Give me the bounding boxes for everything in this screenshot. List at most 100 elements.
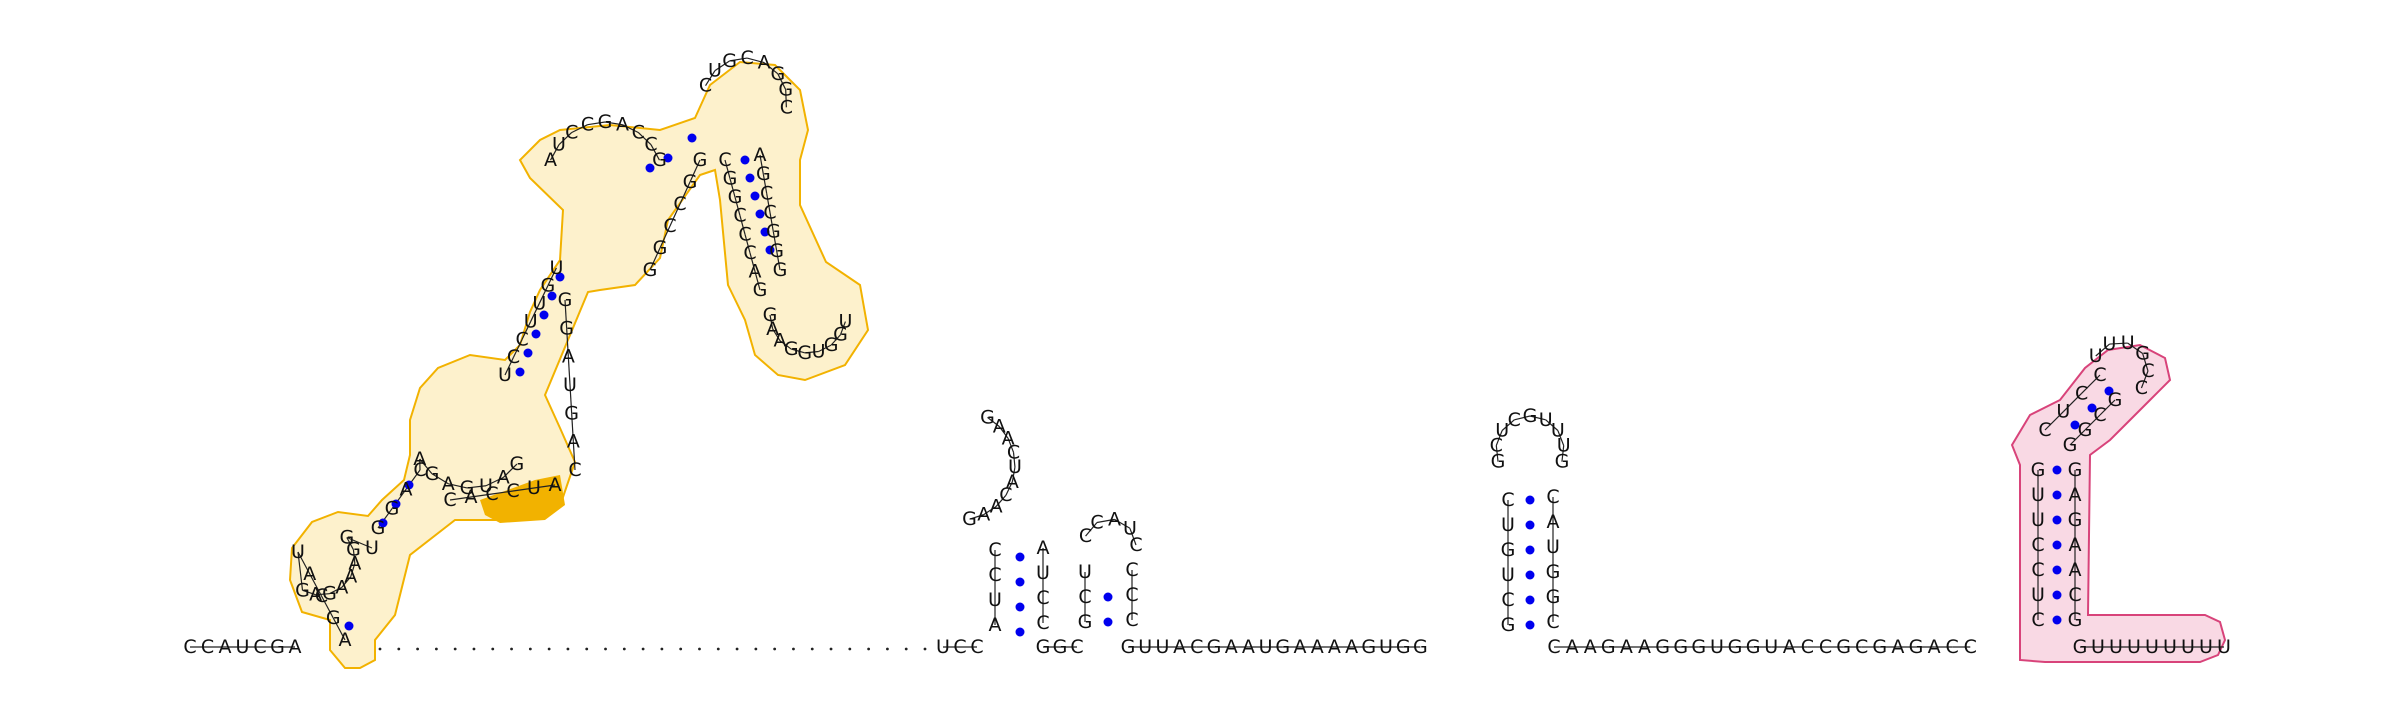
hairpin-a-upper-nucleotide: C [413, 459, 426, 481]
linker-nucleotide: G [1207, 636, 1222, 658]
top-right-stem: G [683, 171, 698, 193]
backbone-segment [1495, 430, 1503, 446]
backbone-segment [530, 303, 540, 322]
stem-c-right-strand: C [1036, 587, 1049, 609]
base-pair-dot [1525, 595, 1535, 605]
terminator-left-strand: C [2031, 534, 2044, 556]
linker-nucleotide: A [1242, 636, 1255, 658]
terminator-poly-u-tail: U [2199, 636, 2213, 658]
stem-c-loop: G [980, 406, 995, 428]
tail-nucleotide: A [1638, 636, 1651, 658]
stem-c-loop: A [990, 495, 1003, 517]
top-right-stem: G [643, 259, 658, 281]
small-hairpin-left: C [1078, 586, 1091, 608]
hairpin-a-nucleotide: U [365, 537, 379, 559]
hairpin-a-nucleotide: A [303, 563, 316, 585]
hairpin-d-left-strand: C [1501, 589, 1514, 611]
right-descending-stem: G [769, 240, 784, 262]
right-descending-stem: G [756, 163, 771, 185]
top-right-stem: C [673, 193, 686, 215]
right-descending-stem: C [763, 202, 776, 224]
backbone-segment [746, 57, 765, 64]
leader-nucleotide: A [289, 636, 302, 658]
linker-nucleotide: U [1259, 636, 1273, 658]
base-pair-dot [755, 209, 765, 219]
unpaired-linker-dot [585, 647, 589, 651]
bottom-right-loop: G [833, 324, 848, 346]
tail-nucleotide: C [1801, 636, 1814, 658]
long-stem-right: G [564, 402, 579, 424]
base-pair-dot [1015, 552, 1025, 562]
hairpin-a-upper-nucleotide: A [400, 478, 413, 500]
backbone-segment [714, 60, 730, 72]
backbone-segment [777, 73, 787, 90]
base-pair-dot [531, 329, 541, 339]
hairpin-a-nucleotide: A [335, 576, 348, 598]
terminator-upper-right: G [2063, 434, 2078, 456]
stem-c-loop: U [1008, 456, 1022, 478]
small-hairpin-loop: C [1079, 525, 1092, 547]
hairpin-d-loop: C [1490, 435, 1503, 457]
top-loop-nucleotide: A [544, 149, 557, 171]
terminator-poly-u-tail: U [2217, 636, 2231, 658]
backbone-segment [679, 181, 691, 205]
backbone-segment [769, 212, 774, 232]
backbone-segment [998, 426, 1009, 439]
hairpin-a-upper-nucleotide: U [479, 475, 493, 497]
long-stem-right: G [559, 317, 574, 339]
terminator-right-strand: A [2069, 534, 2082, 556]
backbone-segment [2084, 414, 2101, 431]
base-pair-dot [2087, 403, 2097, 413]
terminator-left-strand: U [2031, 484, 2045, 506]
tail-nucleotide: U [1710, 636, 1724, 658]
backbone-segment [1005, 481, 1013, 496]
hairpin-a-nucleotide: A [344, 566, 357, 588]
hairpin-d-loop: U [1551, 419, 1565, 441]
backbone-segment [512, 487, 535, 492]
stem-c-left-strand: U [988, 589, 1002, 611]
unpaired-linker-dot [867, 647, 871, 651]
backbone-segment [549, 144, 560, 161]
linker-nucleotide: A [1311, 636, 1324, 658]
hairpin-d-right-strand: C [1546, 611, 1559, 633]
linker-nucleotide: A [1225, 636, 1238, 658]
linker-nucleotide: U [1379, 636, 1393, 658]
hairpin-a-upper-nucleotide: G [460, 477, 475, 499]
terminator-poly-u-tail: U [2127, 636, 2141, 658]
hairpin-a-nucleotide: G [322, 583, 337, 605]
hairpin-d-loop: U [1539, 409, 1553, 431]
tail-nucleotide: C [1547, 636, 1560, 658]
unpaired-linker-dot [641, 647, 645, 651]
crown-loop-nucleotide: U [708, 60, 722, 82]
backbone-segment [538, 285, 549, 304]
base-pair-dot [2052, 465, 2062, 475]
tail-nucleotide: G [1836, 636, 1851, 658]
terminator-loop: U [2103, 333, 2117, 355]
backbone-segment [297, 551, 304, 591]
unpaired-linker-dot [604, 647, 607, 651]
base-pair-dot [1525, 570, 1535, 580]
linker-nucleotide: A [1294, 636, 1307, 658]
top-loop-nucleotide: G [598, 111, 613, 133]
unpaired-linker-dot [754, 647, 758, 651]
backbone-segment [504, 356, 515, 376]
backbone-segment [754, 271, 761, 291]
linker-nucleotide: G [1121, 636, 1136, 658]
backbone-segment [547, 267, 557, 286]
backbone-segment [776, 250, 781, 271]
backbone-segment [1557, 430, 1565, 446]
stem-c-right-strand: A [1037, 537, 1050, 559]
tail-nucleotide: G [1746, 636, 1761, 658]
backbone-segment [2095, 343, 2110, 357]
backbone-segment [2140, 370, 2149, 389]
backbone-segment [1007, 438, 1015, 453]
unpaired-linker-dot [848, 647, 852, 651]
base-pair-dot [2070, 420, 2080, 430]
backbone-segment [1085, 522, 1098, 537]
long-stem-right: G [558, 289, 573, 311]
backbone-segment [659, 225, 671, 249]
backbone-segment [569, 384, 573, 414]
top-loop-nucleotide: A [616, 114, 629, 136]
base-pair-dot [750, 191, 760, 201]
